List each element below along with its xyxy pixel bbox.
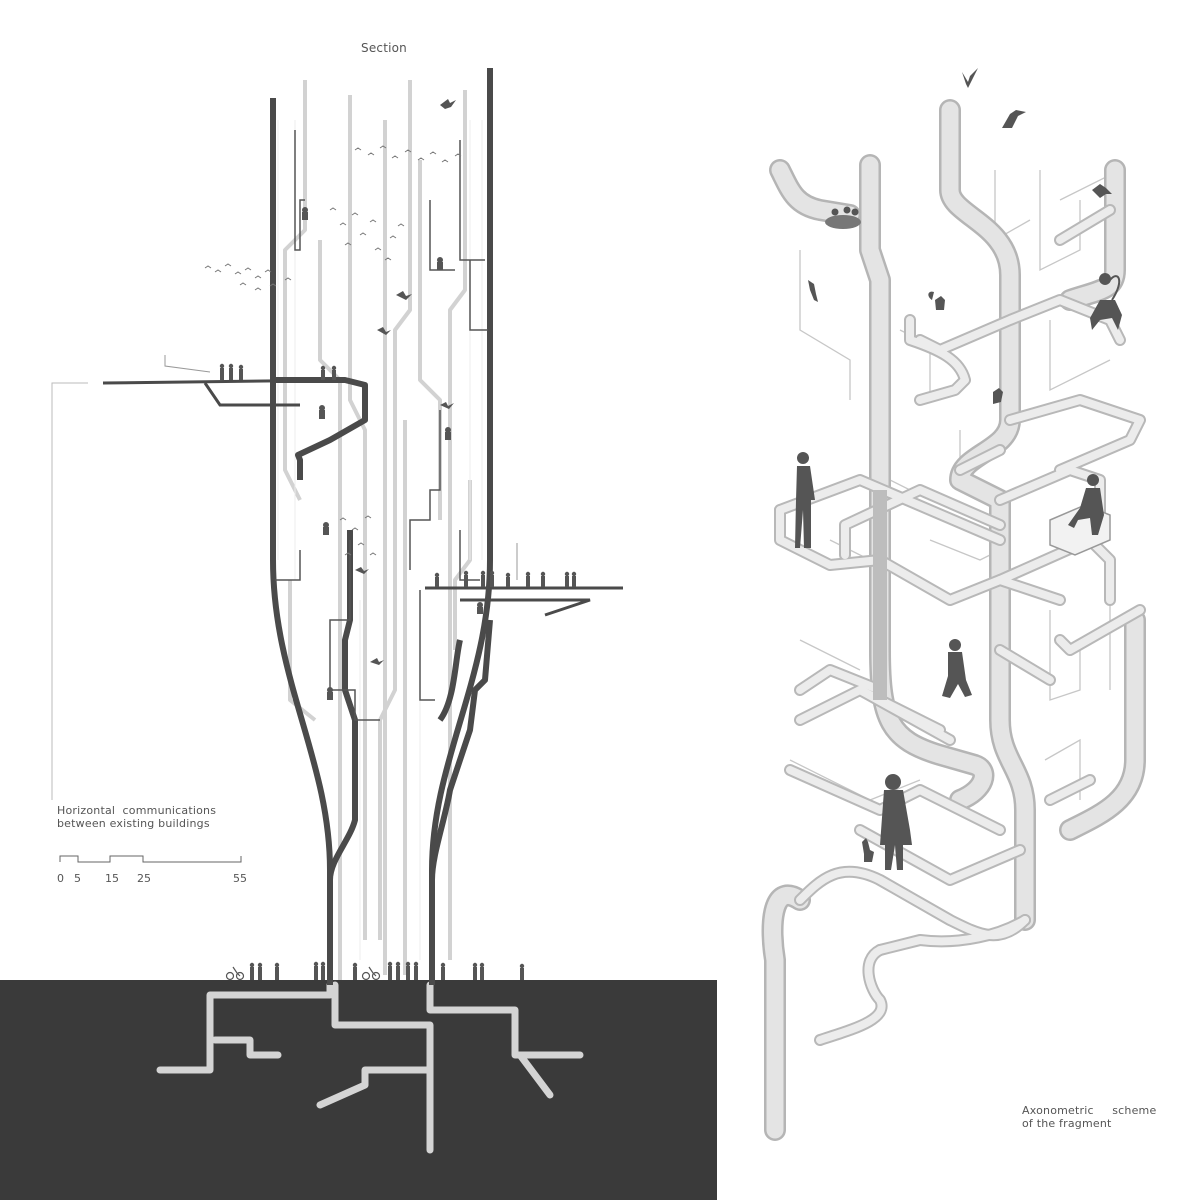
nest-icon [825,206,861,229]
underground-tunnels [156,981,584,1154]
axonometric-line1: Axonometric scheme [1022,1104,1157,1117]
tower-walls [270,68,493,985]
cat-icon [862,838,874,862]
scale-bar-line [59,855,242,863]
bridge-rails [164,355,518,580]
horizontal-communications-line1: Horizontal communications [57,804,217,817]
axo-connectors-edge [774,204,1146,1046]
person-icon [795,452,1104,870]
axonometric-label: Axonometric scheme of the fragment [1022,1104,1156,1130]
person-icon [219,363,577,980]
bridges [102,378,623,617]
bird-icon [355,99,456,665]
horizontal-communications-label: Horizontal communications between existi… [57,804,216,830]
scale-tick-5: 5 [74,872,81,885]
axo-connectors [776,206,1144,1044]
squirrel-icon [928,291,1003,404]
inner-pipes [283,80,472,980]
bird-icon [808,68,1112,302]
annotation-leader [51,382,88,800]
scale-bar: 0 5 15 25 55 [55,852,255,888]
axonometric-line2: of the fragment [1022,1117,1112,1130]
axo-pipes [764,101,1144,1139]
horizontal-communications-line2: between existing buildings [57,817,210,830]
scale-tick-0: 0 [57,872,64,885]
section-title: Section [361,41,407,55]
bird-flocks [204,145,462,556]
scale-tick-55: 55 [233,872,247,885]
monkey-icon [1090,273,1122,330]
scale-tick-25: 25 [137,872,151,885]
scale-tick-15: 15 [105,872,119,885]
axo-pipes-edge [761,99,1146,1141]
monkey-icon [302,207,483,700]
cyclist-icon [225,966,381,981]
